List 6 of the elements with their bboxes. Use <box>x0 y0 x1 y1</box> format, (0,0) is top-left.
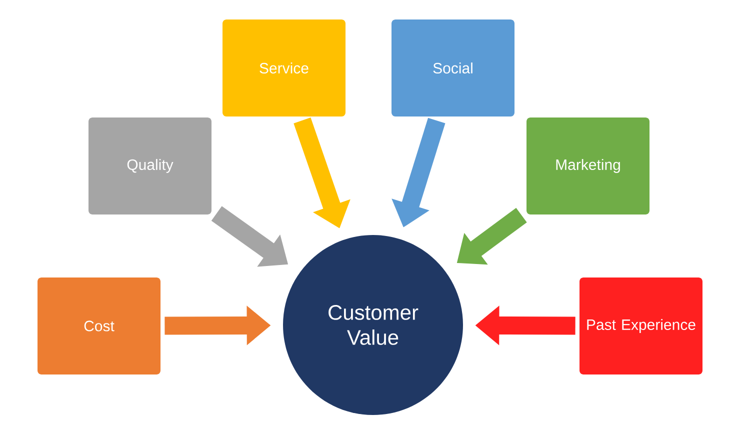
factor-box: Service <box>222 20 346 116</box>
factor-box: Cost <box>38 278 160 374</box>
factor-box: Marketing <box>526 118 650 214</box>
factor-box: Quality <box>88 118 212 214</box>
factor-box: Past Experience <box>580 278 702 374</box>
factor-box: Social <box>392 20 514 116</box>
